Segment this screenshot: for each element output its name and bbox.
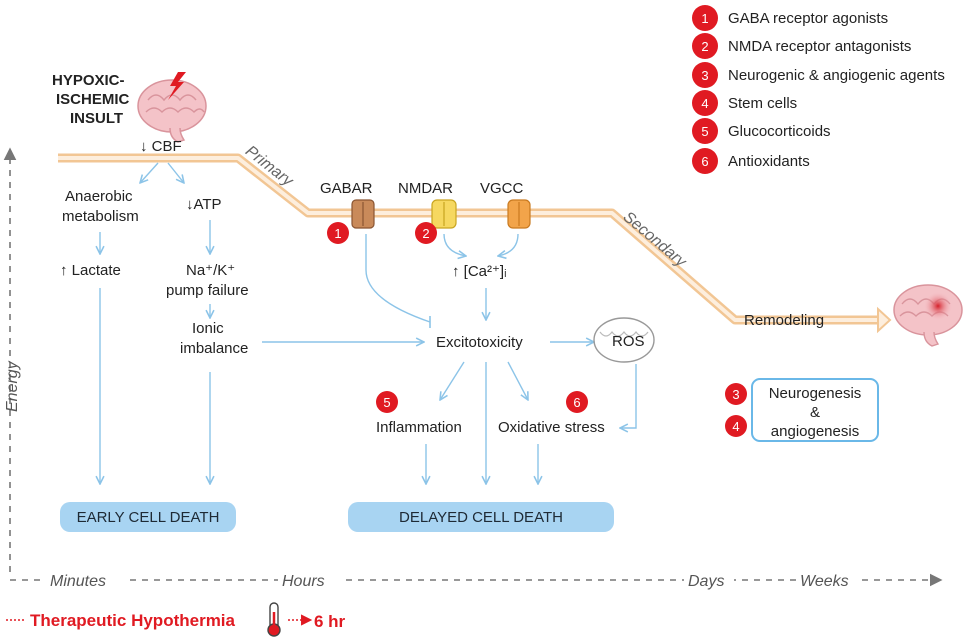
node-pump-1: Na⁺/K⁺ — [186, 262, 235, 279]
marker-4: 4 — [725, 415, 747, 437]
node-neuro-3: angiogenesis — [771, 423, 859, 440]
node-gabar: GABAR — [320, 180, 373, 197]
vgcc-channel-icon — [507, 199, 531, 229]
node-anaerobic-1: Anaerobic — [65, 188, 133, 205]
y-axis-label: Energy — [4, 360, 21, 412]
node-oxidative: Oxidative stress — [498, 419, 605, 436]
svg-text:5: 5 — [383, 395, 390, 410]
delayed-death-box — [348, 502, 614, 532]
band-arrowhead — [877, 306, 892, 334]
svg-text:2: 2 — [701, 39, 708, 54]
neurogenesis-box — [751, 378, 879, 442]
hypothermia-label: Therapeutic Hypothermia — [30, 611, 236, 630]
svg-text:5: 5 — [701, 124, 708, 139]
node-cbf: ↓ CBF — [140, 138, 182, 155]
legend-item-4: 4 Stem cells — [692, 90, 797, 116]
brain-icon-lesion — [893, 284, 963, 347]
x-label-days: Days — [688, 573, 724, 590]
svg-text:1: 1 — [701, 11, 708, 26]
node-calcium: ↑ [Ca²⁺]ᵢ — [452, 263, 506, 280]
legend-item-3: 3 Neurogenic & angiogenic agents — [692, 62, 945, 88]
marker-6: 6 — [566, 391, 588, 413]
svg-text:Neurogenic & angiogenic agents: Neurogenic & angiogenic agents — [728, 67, 945, 84]
marker-2: 2 — [415, 222, 437, 244]
legend-item-2: 2 NMDA receptor antagonists — [692, 33, 911, 59]
svg-text:4: 4 — [701, 96, 708, 111]
svg-text:3: 3 — [732, 387, 739, 402]
node-lactate: ↑ Lactate — [60, 262, 121, 279]
svg-text:6: 6 — [573, 395, 580, 410]
svg-text:Glucocorticoids: Glucocorticoids — [728, 123, 831, 140]
marker-1: 1 — [327, 222, 349, 244]
svg-text:4: 4 — [732, 419, 739, 434]
svg-text:NMDA receptor antagonists: NMDA receptor antagonists — [728, 38, 911, 55]
brain-icon-insult — [137, 79, 207, 143]
svg-text:Antioxidants: Antioxidants — [728, 153, 810, 170]
svg-text:GABA receptor agonists: GABA receptor agonists — [728, 10, 888, 27]
marker-5: 5 — [376, 391, 398, 413]
insult-line2: ISCHEMIC — [56, 91, 130, 108]
hypothermia-duration: 6 hr — [314, 612, 346, 631]
nmdar-channel-icon — [431, 199, 457, 229]
node-pump-2: pump failure — [166, 282, 249, 299]
thermometer-icon — [267, 602, 281, 637]
svg-text:2: 2 — [422, 226, 429, 241]
x-label-hours: Hours — [282, 573, 325, 590]
svg-text:1: 1 — [334, 226, 341, 241]
node-excitotoxicity: Excitotoxicity — [436, 334, 523, 351]
node-ionic-2: imbalance — [180, 340, 248, 357]
insult-line3: INSULT — [70, 110, 123, 127]
node-neuro-2: & — [810, 404, 820, 421]
svg-text:3: 3 — [701, 68, 708, 83]
node-anaerobic-2: metabolism — [62, 208, 139, 225]
lightning-icon — [168, 72, 186, 100]
mitochondrion-icon — [593, 317, 655, 363]
node-neuro-1: Neurogenesis — [769, 385, 862, 402]
delayed-death-label: DELAYED CELL DEATH — [399, 509, 563, 526]
x-label-minutes: Minutes — [50, 573, 106, 590]
energy-band — [58, 153, 892, 334]
svg-text:6: 6 — [701, 154, 708, 169]
x-label-weeks: Weeks — [800, 573, 849, 590]
node-nmdar: NMDAR — [398, 180, 453, 197]
early-death-label: EARLY CELL DEATH — [77, 509, 220, 526]
legend-item-6: 6 Antioxidants — [692, 148, 810, 174]
node-ionic-1: Ionic — [192, 320, 224, 337]
insult-line1: HYPOXIC- — [52, 72, 125, 89]
phase-secondary: Secondary — [620, 208, 690, 271]
node-vgcc: VGCC — [480, 180, 524, 197]
svg-text:Stem cells: Stem cells — [728, 95, 797, 112]
gabar-channel-icon — [351, 199, 375, 229]
legend: 1 GABA receptor agonists 2 NMDA receptor a… — [692, 5, 945, 174]
node-remodeling: Remodeling — [744, 312, 824, 329]
early-death-box — [60, 502, 236, 532]
node-inflammation: Inflammation — [376, 419, 462, 436]
marker-3: 3 — [725, 383, 747, 405]
legend-item-1: 1 GABA receptor agonists — [692, 5, 888, 31]
legend-item-5: 5 Glucocorticoids — [692, 118, 831, 144]
node-ros: ROS — [612, 333, 645, 350]
node-atp: ↓ATP — [186, 196, 222, 213]
